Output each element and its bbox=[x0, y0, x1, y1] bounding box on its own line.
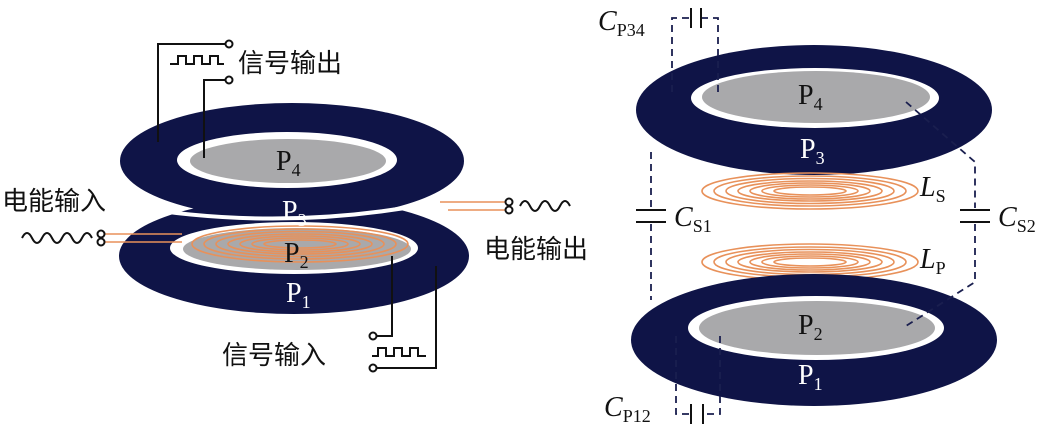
capacitor-cp12 bbox=[675, 336, 721, 424]
left-coil bbox=[191, 225, 409, 263]
label-cp34: CP34 bbox=[598, 6, 645, 40]
left-power-output-wiring bbox=[440, 197, 571, 215]
right-label-p3: P3 bbox=[800, 134, 825, 168]
capacitor-cp34 bbox=[671, 8, 719, 92]
right-label-p1: P1 bbox=[798, 360, 823, 394]
label-cp12: CP12 bbox=[604, 392, 651, 426]
label-ls: LS bbox=[919, 172, 946, 206]
left-label-p3: P3 bbox=[282, 196, 307, 230]
capacitor-cs2 bbox=[905, 101, 990, 327]
sine-wave-icon bbox=[21, 232, 93, 244]
square-wave-icon bbox=[372, 347, 426, 357]
signal-input-label: 信号输入 bbox=[222, 341, 326, 371]
power-output-label: 电能输出 bbox=[484, 235, 588, 265]
right-coil-lp bbox=[701, 243, 919, 281]
label-cs1: CS1 bbox=[674, 202, 712, 236]
label-lp: LP bbox=[919, 244, 946, 278]
capacitor-cs1 bbox=[636, 152, 666, 300]
right-label-p2: P2 bbox=[798, 310, 823, 344]
right-plate-p4 bbox=[702, 71, 930, 123]
left-signal-input-wiring bbox=[368, 256, 437, 373]
left-label-p4: P4 bbox=[276, 146, 301, 180]
square-wave-icon bbox=[170, 55, 224, 65]
left-label-p1: P1 bbox=[286, 278, 311, 312]
right-coil-ls bbox=[701, 172, 919, 210]
signal-output-label: 信号输出 bbox=[238, 49, 342, 79]
left-plate-p4 bbox=[190, 139, 386, 183]
left-signal-output-wiring bbox=[157, 39, 234, 158]
sine-wave-icon bbox=[519, 200, 571, 212]
right-assembly: CP34 CS1 CS2 CP12 LS LP P4 P bbox=[598, 6, 1036, 426]
left-assembly: 信号输出 电能输入 电能输出 信号输入 P4 bbox=[2, 39, 588, 373]
left-power-input-wiring bbox=[21, 229, 182, 247]
right-plate-p2 bbox=[699, 301, 935, 355]
power-input-label: 电能输入 bbox=[2, 187, 106, 217]
right-label-p4: P4 bbox=[798, 80, 823, 114]
left-label-p2: P2 bbox=[284, 238, 309, 272]
label-cs2: CS2 bbox=[998, 202, 1036, 236]
